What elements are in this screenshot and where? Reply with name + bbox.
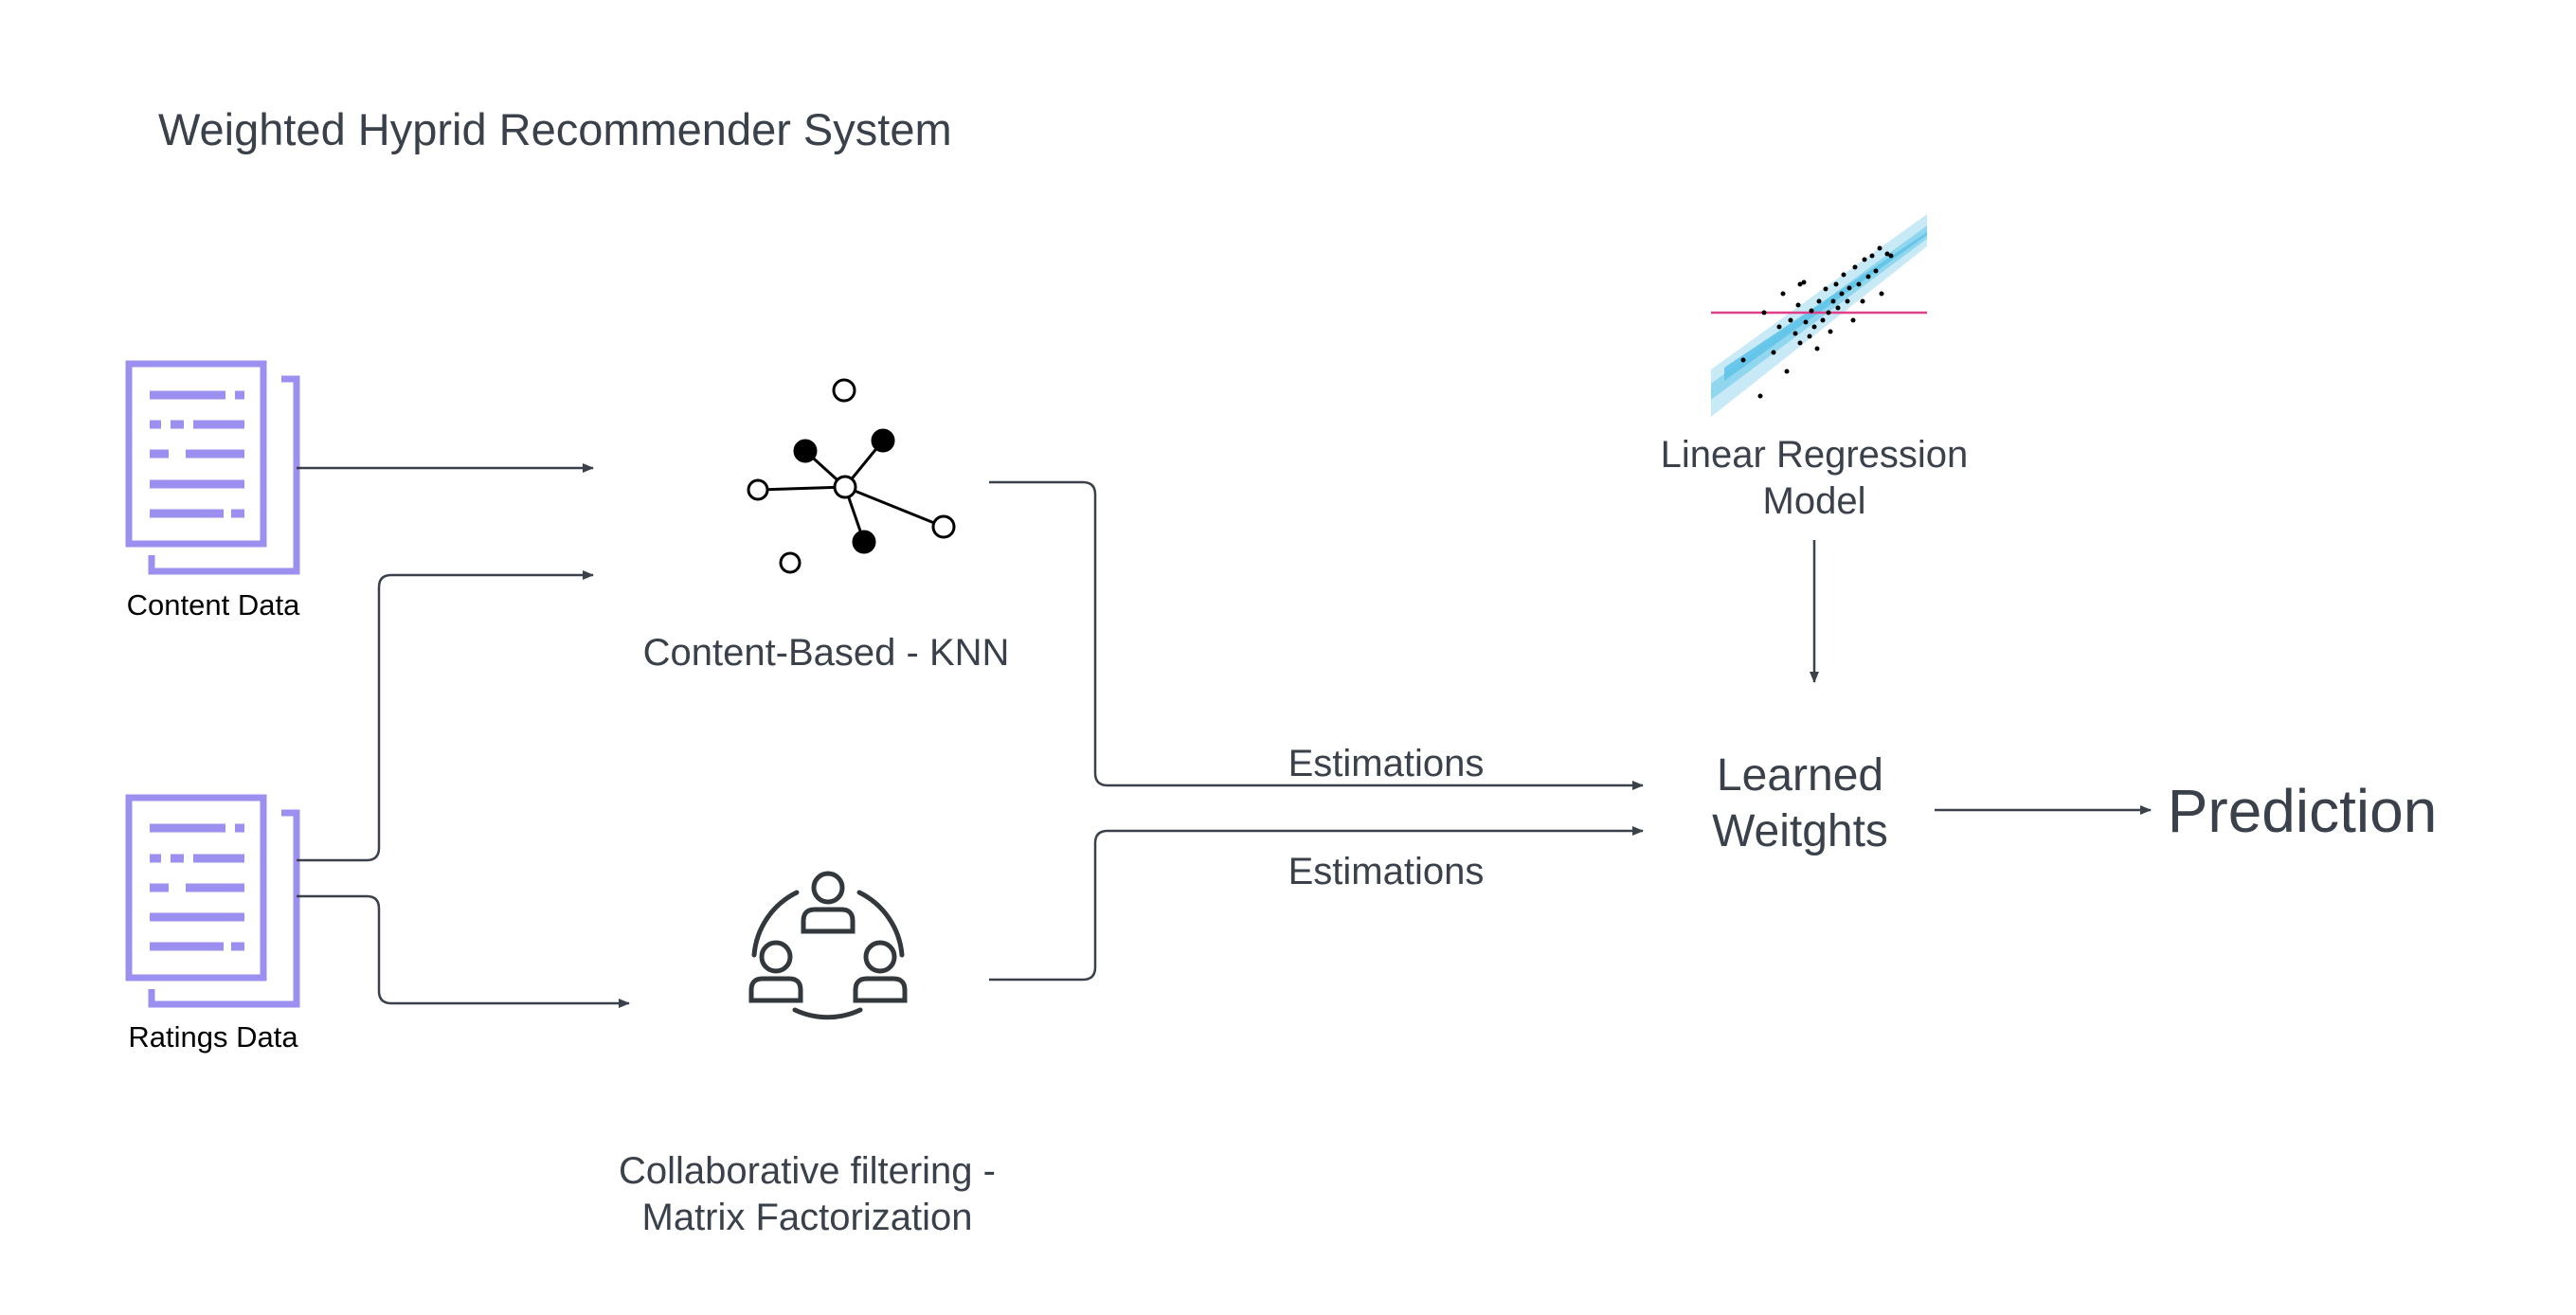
arrow-cf-to-weights: [989, 826, 1644, 982]
arrow-ratings-to-cf: [297, 894, 630, 1008]
learned-weights-line2: Weitghts: [1712, 805, 1888, 856]
diagram-title: Weighted Hyprid Recommender System: [158, 104, 952, 154]
cf-label-line2: Matrix Factorization: [641, 1196, 973, 1238]
knn-label: Content-Based - KNN: [642, 632, 1010, 674]
ratings-data-label: Ratings Data: [128, 1020, 298, 1054]
arrow-ratings-to-knn: [297, 570, 594, 862]
ratings-data-document-icon: [125, 794, 300, 1008]
knn-network-icon: [747, 378, 956, 574]
regression-label: Linear Regression Model: [1530, 432, 2099, 525]
user-group-icon: [748, 871, 908, 1020]
learned-weights-node: Learned Weitghts: [1611, 748, 1990, 859]
cf-label-line1: Collaborative filtering -: [619, 1150, 996, 1192]
estimations-label-bottom: Estimations: [1288, 851, 1485, 892]
content-data-label: Content Data: [126, 588, 300, 621]
prediction-node: Prediction: [2167, 777, 2438, 845]
regression-label-line1: Linear Regression: [1660, 434, 1969, 476]
estimations-label-top: Estimations: [1288, 743, 1485, 784]
cf-label: Collaborative filtering - Matrix Factori…: [523, 1148, 1091, 1241]
connectors: [297, 463, 2152, 1008]
arrow-knn-to-weights: [989, 480, 1644, 790]
content-data-document-icon: [125, 360, 300, 575]
regression-plot-icon: [1711, 214, 1927, 417]
regression-label-line2: Model: [1762, 479, 1866, 522]
learned-weights-line1: Learned: [1716, 750, 1884, 801]
